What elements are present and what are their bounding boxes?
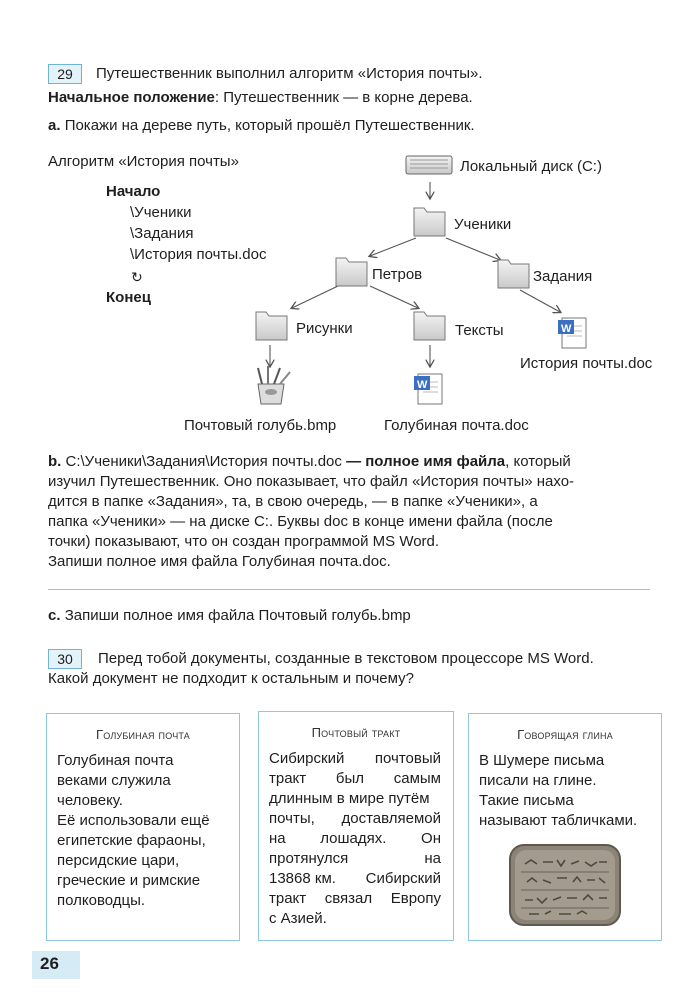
drive-icon: [405, 155, 453, 175]
arrow-petrov-risunki: [292, 285, 339, 308]
tree-label-istoria: История почты.doc: [520, 355, 653, 372]
arrow-uchenki-zadaniya: [445, 237, 500, 260]
card-title: Говорящая глина: [517, 727, 613, 742]
page-number: 26: [40, 954, 59, 973]
card-line: длинным в мире путём: [269, 790, 430, 807]
part-c: с. Запиши полное имя файла Почтовый голу…: [48, 606, 411, 626]
task29-part-a: а. Покажи на дереве путь, который прошёл…: [48, 116, 475, 136]
tree-label-petrov: Петров: [372, 266, 423, 283]
tree-label-doc2: Голубиная почта.doc: [384, 417, 529, 434]
loop-icon: ↻: [131, 269, 143, 285]
card-line: человеку.: [57, 792, 123, 809]
part-b-line2: изучил Путешественник. Оно показывает, ч…: [48, 473, 575, 490]
algorithm-end: Конец: [106, 289, 151, 306]
tree-label-teksty: Тексты: [455, 322, 504, 339]
tree-label-zadaniya: Задания: [533, 268, 593, 285]
document-card-glina: Говорящая глина В Шумере письма писали н…: [468, 713, 662, 941]
card-line: египетские фараоны,: [57, 832, 206, 849]
task-number-29: 29: [48, 64, 82, 84]
card-line: Голубиная почта: [57, 752, 174, 769]
arrow-zadaniya-istoria: [519, 289, 560, 312]
folder-icon-risunki: [255, 311, 288, 341]
folder-icon-petrov: [335, 257, 368, 287]
task29-start-position: Начальное положение: Путешественник — в …: [48, 88, 473, 108]
part-c-text: Запиши полное имя файла Почтовый голубь.…: [64, 607, 411, 624]
part-b-l1-end: , который: [505, 453, 571, 470]
card-line: Такие письма: [479, 792, 574, 809]
part-b-line4: папка «Ученики» — на диске С:. Буквы doc…: [48, 513, 553, 530]
part-b-marker: b.: [48, 453, 62, 470]
card-line: называют табличками.: [479, 812, 638, 829]
part-b-line1: b. C:\Ученики\Задания\История почты.doc …: [48, 452, 571, 472]
start-label: Начальное положение: [48, 89, 215, 106]
card-line: полководцы.: [57, 892, 146, 909]
folder-icon-zadaniya: [497, 259, 530, 289]
part-a-text: Покажи на дереве путь, который прошёл Пу…: [64, 117, 475, 134]
dash: —: [346, 453, 362, 470]
card-line: писали на глине.: [479, 772, 597, 789]
card-line: почты,доставляемой: [269, 810, 441, 827]
algorithm-step-1: \Ученики: [130, 204, 192, 221]
algorithm-step-2: \Задания: [130, 225, 194, 242]
task30-line1: Перед тобой документы, созданные в текст…: [98, 650, 594, 667]
file-tree-diagram: W W: [255, 155, 587, 405]
svg-text:W: W: [417, 379, 428, 391]
part-b-line5: точки) показывают, что он создан програм…: [48, 533, 440, 550]
part-c-marker: с.: [48, 607, 61, 624]
full-file-name-term: полное имя файла: [365, 453, 506, 470]
tree-label-root: Локальный диск (С:): [460, 158, 602, 175]
folder-icon-uchenki: [413, 207, 446, 237]
part-b-line6: Запиши полное имя файла Голубиная почта.…: [48, 553, 391, 570]
algorithm-step-3: \История почты.doc: [130, 246, 267, 263]
card-line: веками служила: [57, 772, 171, 789]
document-card-golubinaya: Голубиная почта Голубиная почта веками с…: [46, 713, 240, 941]
card-line: 13868 км.Сибирский: [269, 870, 441, 887]
word-doc-icon-golubinaya: W: [414, 373, 443, 405]
start-text: : Путешественник — в корне дерева.: [214, 89, 473, 106]
arrow-uchenki-petrov: [370, 237, 417, 256]
svg-text:W: W: [561, 323, 572, 335]
card-line: с Азией.: [269, 910, 327, 927]
task30-line2: Какой документ не подходит к остальным и…: [48, 670, 414, 687]
file-path: C:\Ученики\Задания\История почты.doc: [65, 453, 342, 470]
card-line: греческие и римские: [57, 872, 201, 889]
card-line: Её использовали ещё: [57, 812, 210, 829]
word-doc-icon-istoria: W: [558, 317, 587, 349]
card-line: В Шумере письма: [479, 752, 605, 769]
tree-label-uchenki: Ученики: [454, 216, 512, 233]
part-a-marker: а.: [48, 117, 61, 134]
folder-icon-teksty: [413, 311, 446, 341]
part-b-line3: дится в папке «Задания», та, в свою очер…: [48, 493, 538, 510]
card-title: Голубиная почта: [95, 727, 191, 742]
paint-bmp-icon: [257, 366, 291, 405]
task-number-30: 30: [48, 649, 82, 669]
algorithm-title: Алгоритм «История почты»: [48, 153, 239, 170]
task29-line1: Путешественник выполнил алгоритм «Истори…: [96, 65, 483, 82]
arrow-petrov-teksty: [369, 285, 418, 308]
clay-tablet-image: [509, 844, 621, 926]
algorithm-begin: Начало: [106, 183, 161, 200]
tree-label-bmp: Почтовый голубь.bmp: [184, 417, 337, 434]
card-title: Почтовый тракт: [311, 725, 401, 740]
card-line: персидские цари,: [57, 852, 180, 869]
tree-label-risunki: Рисунки: [296, 320, 353, 337]
answer-line: [48, 589, 650, 590]
page-number-tab: [32, 951, 80, 979]
